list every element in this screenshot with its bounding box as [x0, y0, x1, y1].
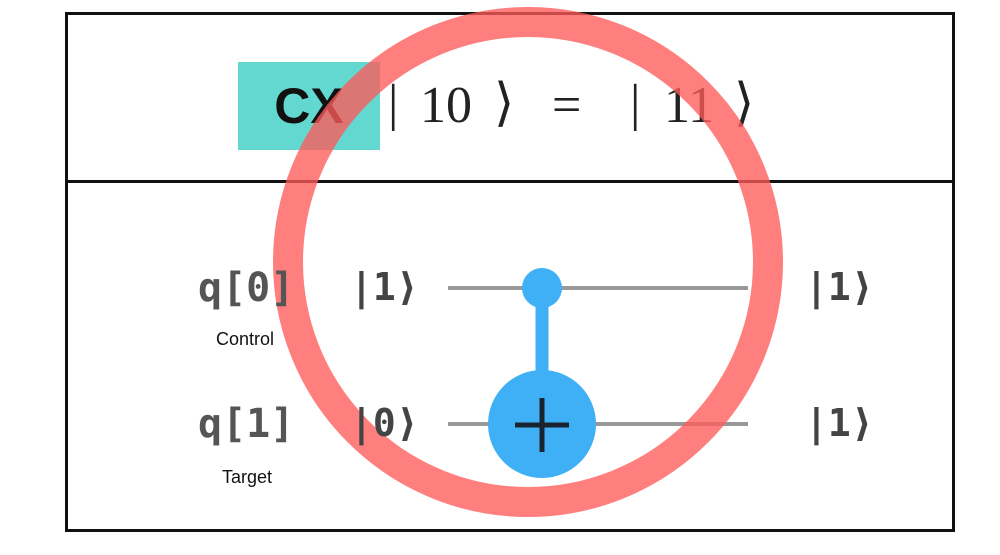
qubit-0-input-state: |1⟩	[350, 265, 419, 309]
input-state-value: 10	[420, 77, 472, 134]
input-ket-open: |	[388, 75, 399, 132]
qubit-0-output-state: |1⟩	[805, 265, 874, 309]
qubit-1-input-state: |0⟩	[350, 401, 419, 445]
qubit-1-role: Target	[222, 467, 273, 487]
section-divider	[65, 180, 955, 183]
qubit-0-label: q[0]	[198, 265, 295, 311]
red-circle-overlay	[273, 7, 783, 517]
output-ket-open: |	[630, 75, 641, 132]
qubit-1-label: q[1]	[198, 401, 295, 447]
qubit-0-role: Control	[216, 329, 275, 349]
control-dot-icon	[522, 268, 562, 308]
equals-sign: =	[552, 77, 582, 134]
qubit-1-output-state: |1⟩	[805, 401, 874, 445]
output-ket-close: ⟩	[734, 75, 755, 132]
input-ket-close: ⟩	[494, 75, 515, 132]
